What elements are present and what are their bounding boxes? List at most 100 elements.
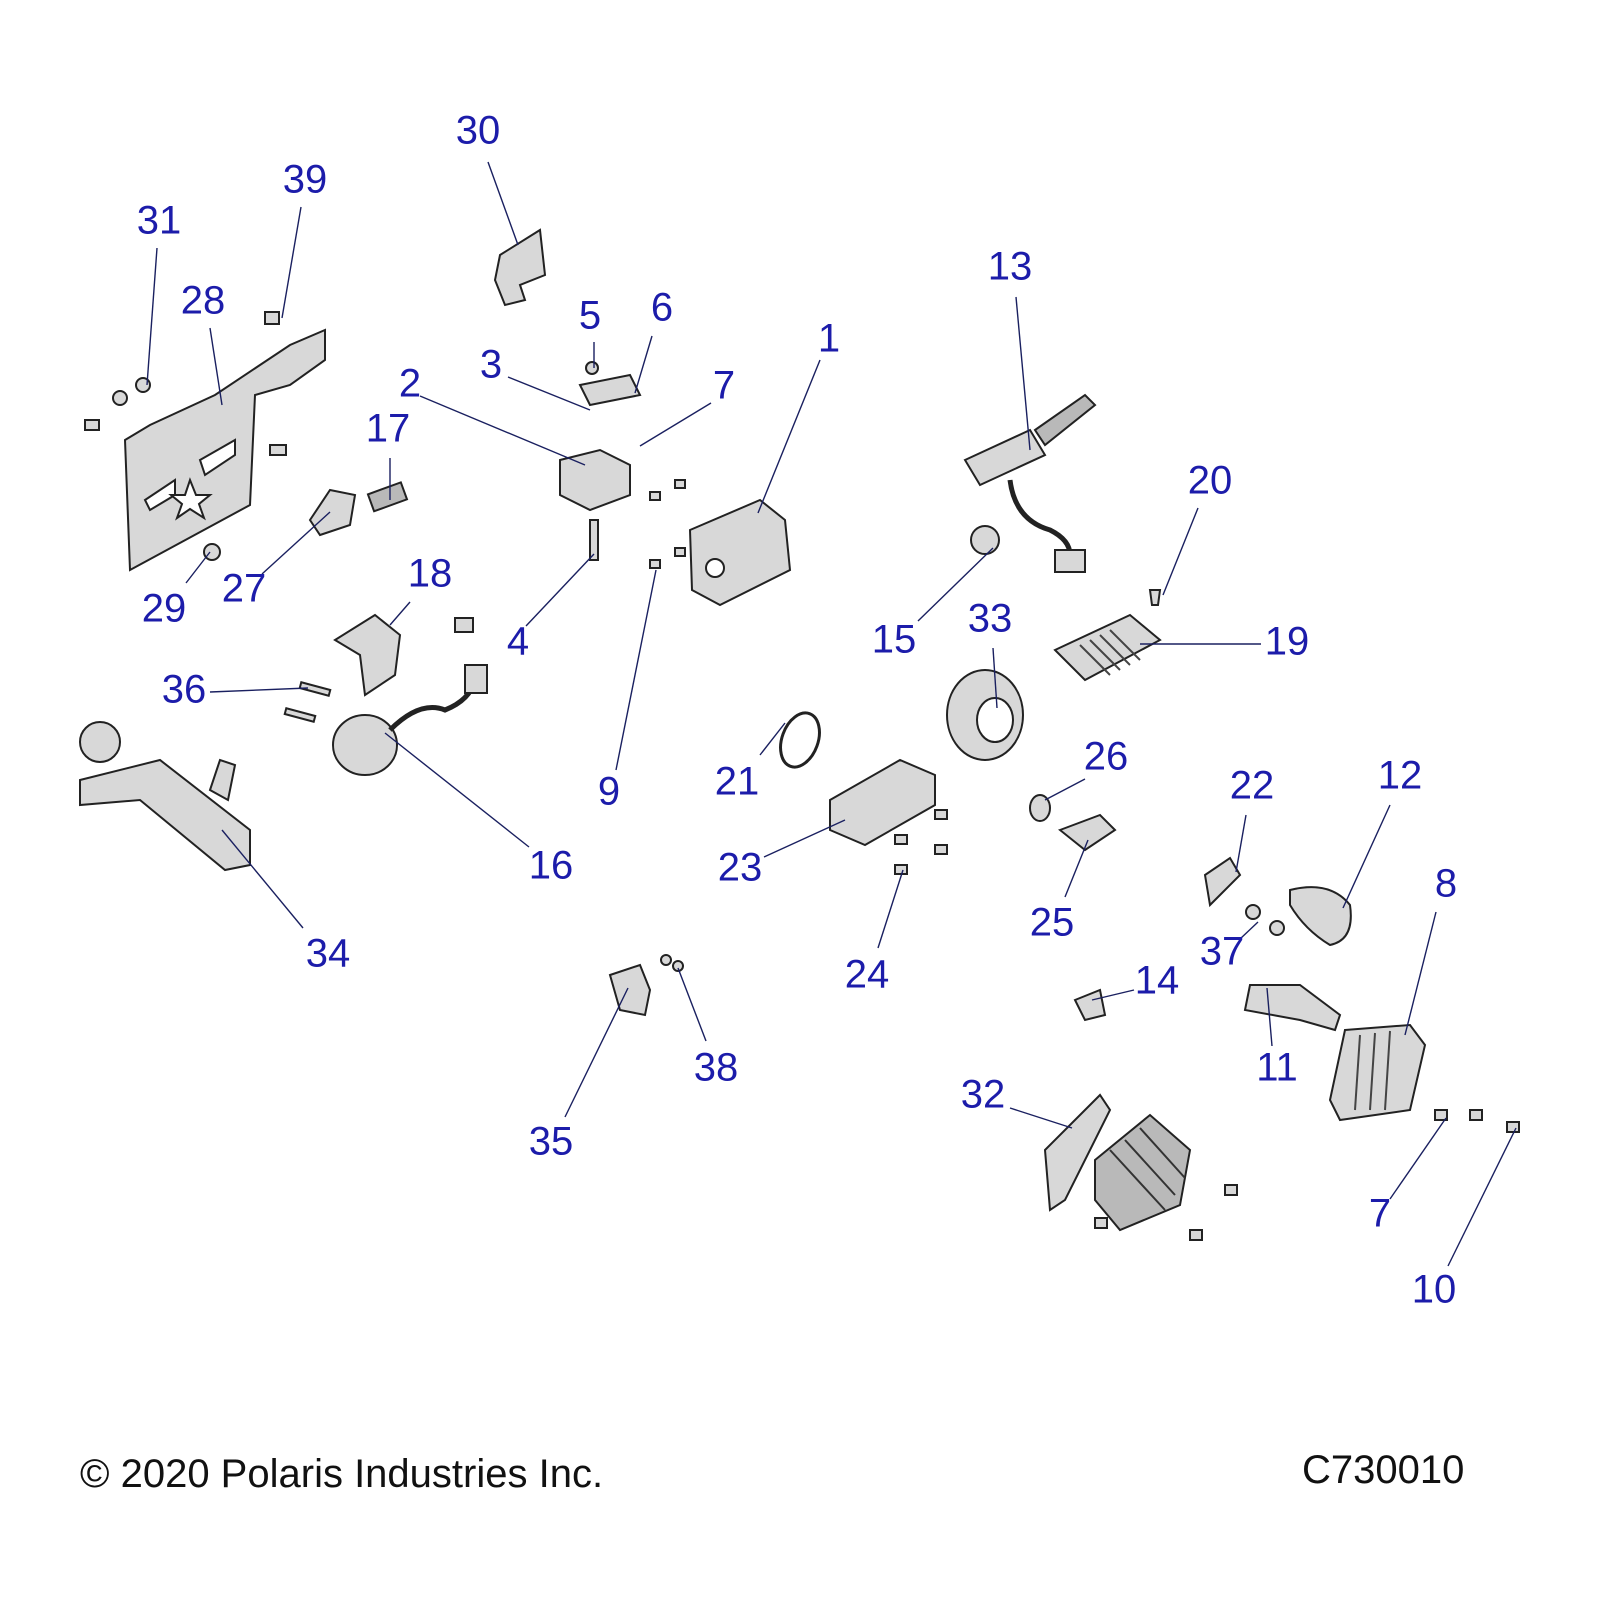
callout-36: 36 bbox=[162, 668, 207, 712]
leader-line-34 bbox=[221, 829, 304, 929]
part-module-19 bbox=[1053, 613, 1162, 682]
part-bracket-11 bbox=[1243, 984, 1342, 1032]
leader-line-31 bbox=[146, 247, 158, 386]
part-screw bbox=[649, 559, 661, 569]
leader-line-39 bbox=[281, 206, 302, 319]
part-bracket-18 bbox=[333, 613, 402, 697]
leader-line-32 bbox=[1009, 1107, 1073, 1129]
leader-line-33 bbox=[992, 647, 998, 709]
part-regulator-fins bbox=[1354, 1030, 1391, 1111]
part-socket-wire bbox=[388, 679, 478, 732]
leader-line-20 bbox=[1162, 507, 1199, 596]
part-hitch-tube bbox=[208, 758, 237, 802]
part-screw bbox=[1094, 1217, 1108, 1229]
leader-line-23 bbox=[763, 819, 846, 858]
callout-5: 5 bbox=[579, 294, 601, 338]
leader-line-21 bbox=[759, 722, 786, 756]
part-socket-16 bbox=[332, 714, 398, 776]
callout-19: 19 bbox=[1265, 620, 1310, 664]
part-clip-14 bbox=[1073, 988, 1107, 1022]
leader-line-38 bbox=[677, 967, 707, 1042]
part-nut-38 bbox=[660, 954, 672, 966]
part-hitch-ball bbox=[79, 721, 121, 763]
part-bolt bbox=[283, 706, 317, 724]
part-grommet-15 bbox=[970, 525, 1000, 555]
callout-28: 28 bbox=[181, 279, 226, 323]
part-screw-24 bbox=[934, 809, 948, 820]
part-screw bbox=[1224, 1184, 1238, 1196]
part-horn-12 bbox=[1289, 886, 1352, 947]
part-bolt bbox=[84, 419, 100, 431]
callout-38: 38 bbox=[694, 1046, 739, 1090]
part-screw bbox=[1189, 1229, 1203, 1241]
callout-4: 4 bbox=[507, 620, 529, 664]
part-connector-27 bbox=[308, 488, 357, 537]
part-bolt-39 bbox=[264, 311, 280, 325]
parts-illustrations bbox=[79, 228, 1520, 1241]
leader-line-37 bbox=[1239, 921, 1259, 940]
part-regulator-8 bbox=[1328, 1023, 1427, 1122]
leader-line-15 bbox=[917, 547, 994, 622]
part-ecu-hole bbox=[705, 558, 725, 578]
leader-line-2 bbox=[419, 395, 586, 466]
callout-22: 22 bbox=[1230, 764, 1275, 808]
part-nut-37 bbox=[1245, 904, 1261, 920]
part-screw-24 bbox=[894, 864, 908, 875]
part-heatsink-fins bbox=[1109, 1127, 1186, 1211]
leader-line-22 bbox=[1235, 814, 1247, 873]
leader-line-35 bbox=[564, 987, 629, 1118]
callout-27: 27 bbox=[222, 567, 267, 611]
leader-line-24 bbox=[877, 869, 904, 949]
part-socket-plug bbox=[464, 664, 488, 694]
leader-line-1 bbox=[757, 359, 821, 514]
callout-8: 8 bbox=[1435, 862, 1457, 906]
part-nut-5 bbox=[585, 361, 599, 375]
callout-11: 11 bbox=[1256, 1046, 1298, 1090]
callout-35: 35 bbox=[529, 1120, 574, 1164]
part-oring-21 bbox=[779, 711, 821, 769]
part-module-19-fins bbox=[1079, 629, 1141, 676]
leader-line-30 bbox=[487, 161, 519, 246]
part-relay-2 bbox=[559, 448, 631, 512]
part-washer bbox=[112, 390, 128, 406]
part-washer-26 bbox=[1029, 794, 1051, 822]
part-star-logo bbox=[168, 477, 213, 521]
callout-3: 3 bbox=[480, 343, 502, 387]
part-stalk bbox=[1033, 393, 1097, 447]
part-clip-29 bbox=[203, 543, 221, 561]
leader-line-36 bbox=[209, 687, 309, 693]
part-screw-7 bbox=[1434, 1109, 1448, 1121]
callout-37: 37 bbox=[1200, 930, 1245, 974]
callout-24: 24 bbox=[845, 953, 890, 997]
leader-lines bbox=[146, 161, 1517, 1267]
part-screw-24 bbox=[894, 834, 908, 845]
part-clip-20 bbox=[1148, 589, 1162, 606]
leader-line-14 bbox=[1091, 989, 1135, 1001]
leader-line-11 bbox=[1266, 987, 1273, 1047]
callout-18: 18 bbox=[408, 552, 453, 596]
callout-9: 9 bbox=[598, 770, 620, 814]
part-ecu bbox=[688, 498, 792, 607]
callout-21: 21 bbox=[715, 760, 760, 804]
part-hitch-receiver bbox=[79, 758, 251, 872]
callout-32: 32 bbox=[961, 1073, 1006, 1117]
leader-line-27 bbox=[261, 511, 331, 575]
part-switch-wire bbox=[1007, 479, 1073, 556]
part-connector-17 bbox=[366, 481, 409, 513]
leader-line-25 bbox=[1064, 839, 1089, 898]
part-fusebox-23 bbox=[829, 758, 936, 847]
leader-line-8 bbox=[1404, 911, 1437, 1036]
part-sensor-25 bbox=[1058, 813, 1117, 852]
callout-2: 2 bbox=[399, 362, 421, 406]
callout-25: 25 bbox=[1030, 901, 1075, 945]
callout-31: 31 bbox=[137, 199, 182, 243]
part-screw-10 bbox=[1506, 1121, 1520, 1133]
part-screw bbox=[1469, 1109, 1483, 1121]
leader-line-29 bbox=[185, 551, 211, 584]
callout-26: 26 bbox=[1084, 735, 1129, 779]
callout-7: 7 bbox=[1369, 1192, 1391, 1236]
callout-29: 29 bbox=[142, 587, 187, 631]
callout-12: 12 bbox=[1378, 754, 1423, 798]
